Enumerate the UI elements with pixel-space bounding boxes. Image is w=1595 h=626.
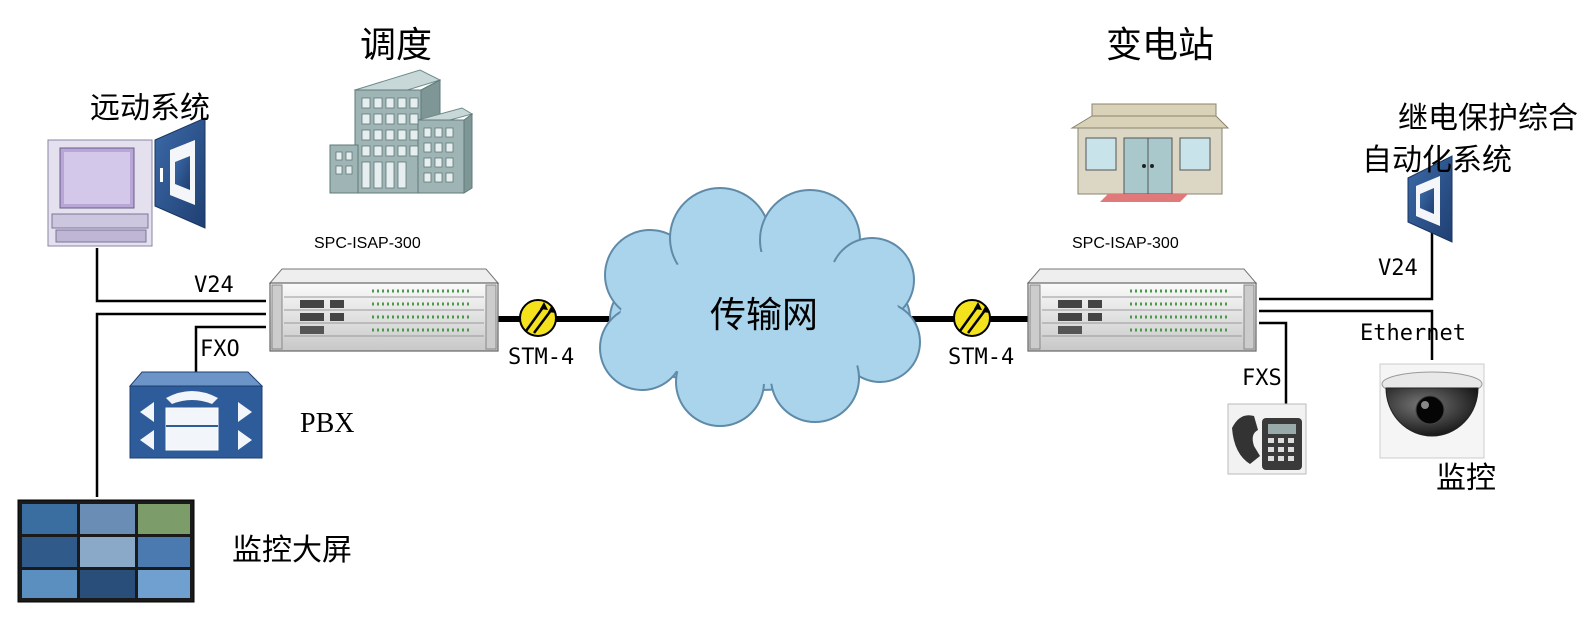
telecontrol-label: 远动系统	[90, 91, 210, 126]
relay-label-line2: 自动化系统	[1362, 143, 1512, 178]
dome-camera-icon	[1379, 363, 1485, 459]
v24-right-line	[1259, 230, 1434, 301]
pbx-icon	[128, 371, 264, 459]
telephone-icon	[1227, 403, 1307, 475]
fxo-label: FXO	[200, 337, 240, 362]
transport-network-cloud	[599, 187, 921, 427]
fxs-label: FXS	[1242, 366, 1282, 391]
v24-interface-icon-left	[154, 117, 206, 229]
telecontrol-computer-icon	[47, 139, 153, 247]
right-mux-model-label: SPC-ISAP-300	[1072, 235, 1179, 252]
dispatch-title: 调度	[360, 25, 433, 66]
dispatch-building-icon	[329, 69, 474, 194]
substation-building-icon	[1070, 103, 1230, 202]
optical-icon-right	[953, 299, 991, 337]
left-mux-model-label: SPC-ISAP-300	[314, 235, 421, 252]
video-wall-label: 监控大屏	[232, 533, 352, 568]
substation-title: 变电站	[1106, 25, 1215, 66]
right-multiplexer-chassis	[1026, 268, 1258, 352]
video-wall-icon	[17, 499, 195, 603]
connection-lines	[95, 230, 1434, 497]
ethernet-line	[1259, 309, 1434, 360]
v24-right-label: V24	[1378, 256, 1418, 281]
left-multiplexer-chassis	[268, 268, 500, 352]
v24-left-label: V24	[194, 273, 234, 298]
camera-label: 监控	[1436, 461, 1496, 496]
relay-label-line1: 继电保护综合	[1398, 101, 1578, 136]
ethernet-label: Ethernet	[1360, 321, 1466, 346]
fxs-line	[1259, 321, 1288, 405]
fxo-line	[194, 325, 266, 380]
v24-left-line	[95, 248, 266, 303]
right-stm-label: STM-4	[948, 345, 1015, 370]
optical-icon-left	[519, 299, 557, 337]
pbx-label: PBX	[300, 408, 355, 439]
transport-network-label: 传输网	[710, 295, 819, 336]
video-wall-line	[95, 312, 266, 497]
relay-protection-device-icon	[1407, 155, 1453, 243]
left-stm-label: STM-4	[508, 345, 575, 370]
